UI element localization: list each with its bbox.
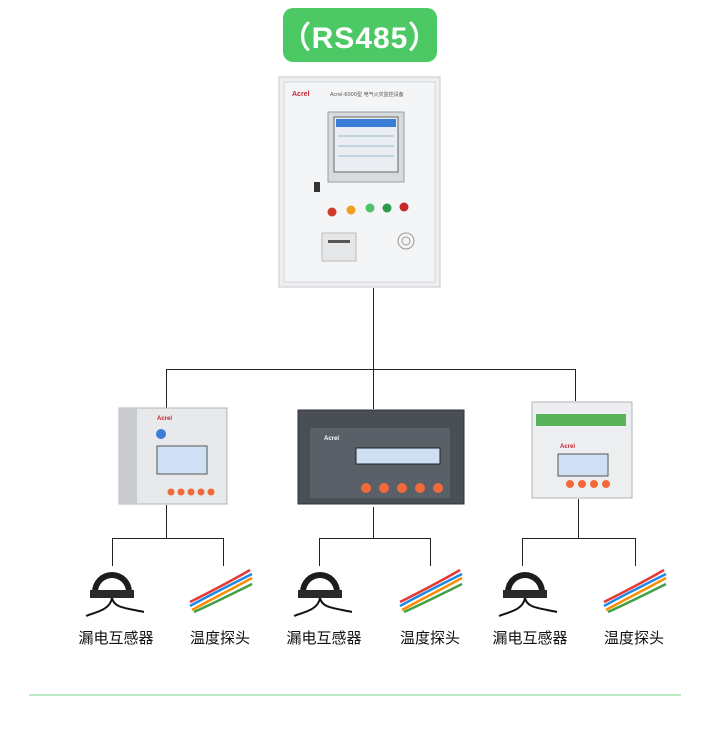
device-1-brand: Acrel	[157, 416, 172, 422]
device-3-brand: Acrel	[560, 444, 575, 450]
drop-line-1	[166, 369, 167, 409]
temperature-probe-icon	[189, 568, 253, 614]
trunk-line	[373, 288, 374, 370]
bus-line	[166, 369, 576, 370]
branch-left-2	[319, 538, 320, 566]
monitor-device-3: Acrel	[531, 401, 633, 499]
branch-stem-3	[578, 499, 579, 538]
leakage-transformer-icon	[293, 572, 353, 617]
sensor-label: 温度探头	[189, 629, 250, 647]
branch-left-3	[522, 538, 523, 566]
sensor-label: 温度探头	[603, 629, 664, 647]
branch-stem-1	[166, 505, 167, 538]
bottom-divider	[29, 694, 681, 696]
protocol-badge: （RS485）	[281, 8, 438, 62]
temperature-probe-icon	[603, 568, 667, 614]
branch-right-1	[223, 538, 224, 566]
branch-bar-3	[522, 538, 636, 539]
branch-right-2	[430, 538, 431, 566]
monitor-device-2: Acrel	[297, 409, 465, 505]
sensor-label: 漏电互感器	[78, 629, 154, 647]
temperature-probe-icon	[399, 568, 463, 614]
cabinet-brand: Acrel	[292, 91, 310, 98]
branch-stem-2	[373, 507, 374, 538]
branch-bar-1	[112, 538, 224, 539]
branch-bar-2	[319, 538, 431, 539]
leakage-transformer-icon	[85, 572, 145, 617]
sensor-label: 温度探头	[399, 629, 460, 647]
leakage-transformer-icon	[498, 572, 558, 617]
drop-line-2	[373, 369, 374, 409]
cabinet-model: Acrel-6000型 电气火灾监控设备	[330, 91, 404, 98]
device-2-brand: Acrel	[324, 436, 339, 442]
drop-line-3	[575, 369, 576, 401]
monitoring-cabinet: Acrel Acrel-6000型 电气火灾监控设备	[278, 76, 441, 288]
sensor-label: 漏电互感器	[492, 629, 568, 647]
sensor-label: 漏电互感器	[286, 629, 362, 647]
monitor-device-1: Acrel	[118, 407, 228, 505]
branch-left-1	[112, 538, 113, 566]
branch-right-3	[635, 538, 636, 566]
